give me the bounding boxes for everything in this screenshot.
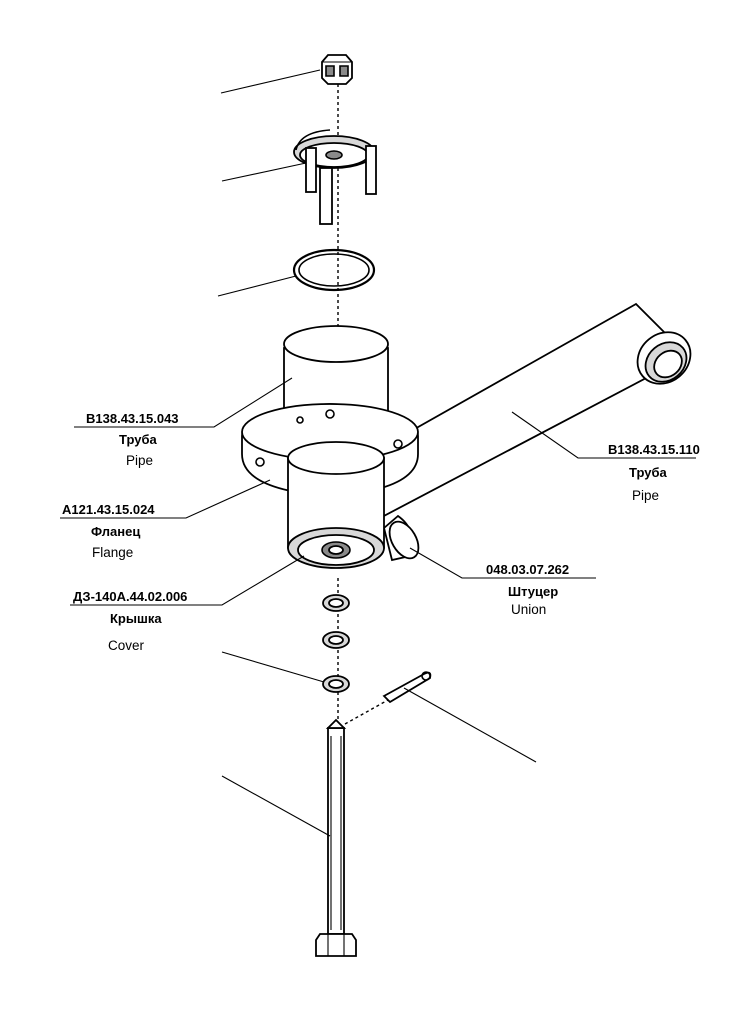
leader-union bbox=[409, 547, 596, 579]
body-cylinder bbox=[287, 441, 385, 569]
leader-flange bbox=[60, 479, 271, 519]
callout-pipe-long-name-en: Pipe bbox=[632, 488, 659, 503]
cotter-pin-axis bbox=[344, 699, 389, 725]
leader-lock-washer bbox=[221, 162, 307, 182]
o-ring bbox=[292, 248, 376, 292]
callout-cover-code: ДЗ-140А.44.02.006 bbox=[73, 589, 187, 604]
leader-pipe-short bbox=[74, 377, 293, 428]
callout-union-name-ru: Штуцер bbox=[508, 584, 558, 599]
washer-2 bbox=[322, 631, 350, 649]
callout-flange-name-ru: Фланец bbox=[91, 524, 140, 539]
long-pipe bbox=[340, 302, 692, 520]
bolt bbox=[315, 718, 357, 957]
leader-washer bbox=[221, 651, 325, 683]
callout-pipe-long-code: В138.43.15.110 bbox=[608, 442, 700, 457]
callout-union-code: 048.03.07.262 bbox=[486, 562, 569, 577]
callout-cover-name-en: Cover bbox=[108, 638, 145, 653]
washer-1 bbox=[322, 594, 350, 612]
lock-washer bbox=[293, 129, 377, 225]
union-fitting bbox=[382, 514, 420, 562]
callout-pipe-short-name-en: Pipe bbox=[126, 453, 153, 468]
callout-flange-code: А121.43.15.024 bbox=[62, 502, 155, 517]
leader-pipe-long bbox=[511, 411, 696, 459]
callout-union-name-en: Union bbox=[511, 602, 546, 617]
callout-pipe-short-code: В138.43.15.043 bbox=[86, 411, 179, 426]
washer-3 bbox=[322, 675, 350, 693]
leader-castle-nut bbox=[220, 69, 321, 94]
leader-bolt bbox=[221, 775, 331, 837]
callout-pipe-long-name-ru: Труба bbox=[629, 465, 667, 480]
castle-nut bbox=[321, 54, 353, 85]
callout-cover-name-ru: Крышка bbox=[110, 611, 162, 626]
cotter-pin bbox=[382, 671, 432, 704]
leader-cotter-pin bbox=[403, 687, 537, 763]
leader-cover bbox=[70, 555, 305, 606]
leader-o-ring bbox=[217, 275, 297, 297]
callout-pipe-short-name-ru: Труба bbox=[119, 432, 157, 447]
callout-flange-name-en: Flange bbox=[92, 545, 133, 560]
